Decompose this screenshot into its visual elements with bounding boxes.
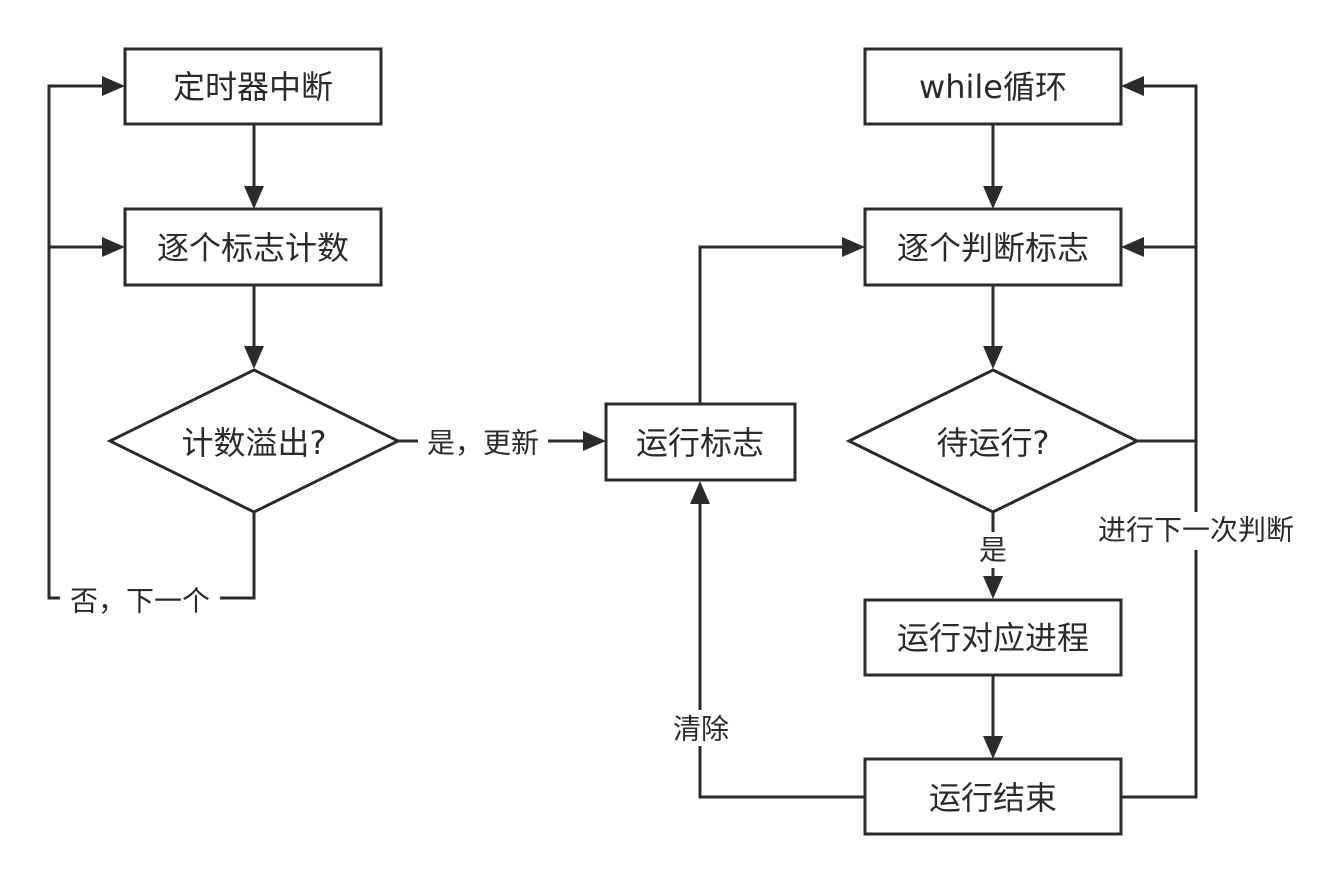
arrowhead — [583, 431, 606, 451]
edge-label-yes: 是 — [979, 534, 1007, 567]
node-while-loop — [863, 47, 1123, 126]
label-bg — [974, 532, 1012, 568]
label-bg — [666, 710, 736, 746]
arrowhead — [244, 186, 264, 209]
edge-label-next-check: 进行下一次判断 — [1098, 514, 1294, 547]
node-timer-interrupt-label: 定时器中断 — [173, 68, 333, 106]
node-check-each-flag — [863, 207, 1123, 287]
edge-runflag-to-check — [698, 245, 844, 404]
node-run-end-label: 运行结束 — [929, 779, 1057, 817]
node-timer-interrupt — [123, 47, 383, 126]
node-while-loop-label: while循环 — [919, 68, 1067, 106]
node-count-each-flag-label: 逐个标志计数 — [157, 229, 349, 267]
edge-label-clear: 清除 — [673, 713, 729, 746]
arrowhead — [983, 186, 1003, 209]
label-bg — [1086, 512, 1308, 550]
node-count-overflow — [106, 368, 402, 514]
edge-label-yes-update: 是，更新 — [427, 427, 539, 460]
edge-label-no-next: 否，下一个 — [70, 585, 210, 618]
edge-overflow-no-loop — [47, 84, 256, 600]
arrowhead — [983, 736, 1003, 759]
arrowhead — [1121, 76, 1144, 96]
node-run-process — [863, 598, 1123, 677]
label-bg — [418, 425, 548, 459]
node-pending-run — [845, 368, 1141, 514]
node-run-process-label: 运行对应进程 — [897, 619, 1089, 657]
node-run-flag-label: 运行标志 — [636, 424, 764, 462]
edge-end-clear — [698, 502, 865, 799]
arrowhead — [842, 237, 865, 257]
node-count-overflow-label: 计数溢出? — [182, 424, 327, 462]
arrowhead — [244, 346, 264, 369]
node-pending-run-label: 待运行? — [937, 424, 1050, 462]
label-bg — [60, 584, 220, 618]
arrowhead — [1121, 237, 1144, 257]
arrowhead — [690, 481, 710, 504]
node-run-flag — [604, 402, 797, 482]
arrowhead — [102, 76, 125, 96]
node-check-each-flag-label: 逐个判断标志 — [897, 229, 1089, 267]
arrowhead — [983, 346, 1003, 369]
node-run-end — [863, 757, 1123, 836]
arrowhead — [983, 576, 1003, 599]
arrowhead — [102, 237, 125, 257]
node-count-each-flag — [123, 207, 383, 287]
